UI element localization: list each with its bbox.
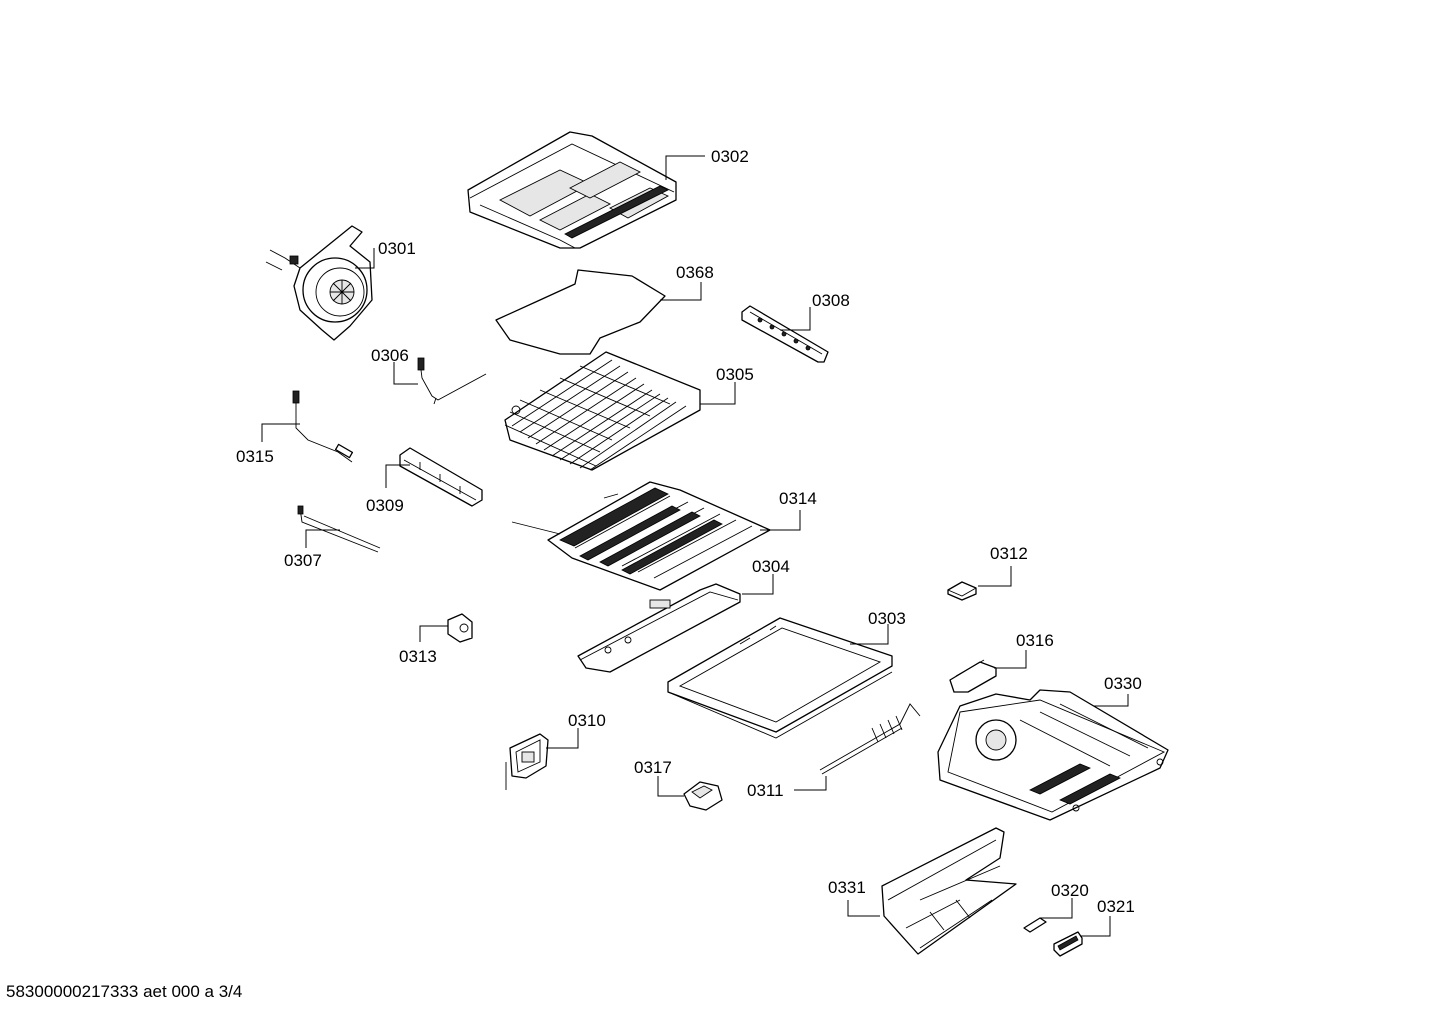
leader-0308 bbox=[780, 307, 811, 331]
leader-0311 bbox=[794, 776, 827, 791]
part-label-0303: 0303 bbox=[868, 609, 906, 628]
leader-0314 bbox=[760, 510, 801, 531]
part-label-0301: 0301 bbox=[378, 239, 416, 258]
part-label-0368: 0368 bbox=[676, 263, 714, 282]
leader-0306 bbox=[393, 362, 418, 385]
leader-0320 bbox=[1040, 898, 1073, 919]
part-0316-drawing bbox=[949, 659, 997, 693]
part-0304-drawing bbox=[577, 583, 741, 673]
part-0310-drawing bbox=[505, 733, 549, 790]
part-0307-drawing bbox=[297, 505, 381, 553]
leader-0321 bbox=[1080, 916, 1111, 937]
leader-0315 bbox=[261, 423, 300, 442]
part-0305-drawing bbox=[504, 351, 701, 471]
part-0313-drawing bbox=[447, 613, 473, 643]
leader-0313 bbox=[419, 625, 448, 642]
part-0303-drawing bbox=[667, 617, 893, 739]
part-label-0302: 0302 bbox=[711, 147, 749, 166]
part-label-0313: 0313 bbox=[399, 647, 437, 666]
leader-0307 bbox=[305, 529, 340, 548]
part-0317-drawing bbox=[683, 781, 723, 811]
part-label-0304: 0304 bbox=[752, 557, 790, 576]
part-0368-drawing bbox=[495, 269, 666, 355]
part-0331-drawing bbox=[881, 827, 1017, 955]
document-footer-id: 58300000217333 aet 000 a 3/4 bbox=[6, 982, 243, 1001]
part-label-0306: 0306 bbox=[371, 346, 409, 365]
part-label-0311: 0311 bbox=[747, 781, 784, 800]
part-label-0330: 0330 bbox=[1104, 674, 1142, 693]
leader-0317 bbox=[657, 776, 684, 797]
leader-0312 bbox=[978, 566, 1012, 587]
part-0315-drawing bbox=[292, 390, 354, 463]
part-0312-drawing bbox=[947, 581, 977, 601]
leader-0316 bbox=[994, 650, 1027, 669]
part-label-0307: 0307 bbox=[284, 551, 322, 570]
leader-0302 bbox=[665, 155, 705, 180]
part-label-0316: 0316 bbox=[1016, 631, 1054, 650]
part-0330-drawing bbox=[937, 689, 1169, 821]
leader-0310 bbox=[546, 728, 579, 749]
part-label-0308: 0308 bbox=[812, 291, 850, 310]
leader-0304 bbox=[742, 574, 774, 595]
leader-0331 bbox=[847, 900, 880, 917]
part-label-0317: 0317 bbox=[634, 758, 672, 777]
part-label-0309: 0309 bbox=[366, 496, 404, 515]
part-label-0320: 0320 bbox=[1051, 881, 1089, 900]
part-0308-drawing bbox=[741, 305, 829, 363]
part-label-0314: 0314 bbox=[779, 489, 817, 508]
part-0302-drawing bbox=[467, 131, 677, 249]
leader-0368 bbox=[660, 282, 702, 301]
leader-0303 bbox=[850, 624, 889, 645]
part-0311-drawing bbox=[819, 703, 921, 775]
leader-0305 bbox=[700, 382, 736, 405]
part-label-0312: 0312 bbox=[990, 544, 1028, 563]
part-label-0310: 0310 bbox=[568, 711, 606, 730]
part-0320-drawing bbox=[1023, 917, 1047, 933]
leader-0301 bbox=[355, 248, 375, 269]
leader-0330 bbox=[1094, 694, 1129, 707]
part-label-0315: 0315 bbox=[236, 447, 274, 466]
part-0309-drawing bbox=[399, 447, 483, 507]
part-label-0331: 0331 bbox=[828, 878, 866, 897]
part-0314-drawing bbox=[511, 481, 771, 591]
part-0301-drawing bbox=[265, 225, 373, 341]
part-label-0305: 0305 bbox=[716, 365, 754, 384]
part-label-0321: 0321 bbox=[1097, 897, 1135, 916]
leader-0309 bbox=[385, 464, 410, 488]
part-0321-drawing bbox=[1053, 931, 1083, 957]
part-0306-drawing bbox=[417, 357, 487, 405]
